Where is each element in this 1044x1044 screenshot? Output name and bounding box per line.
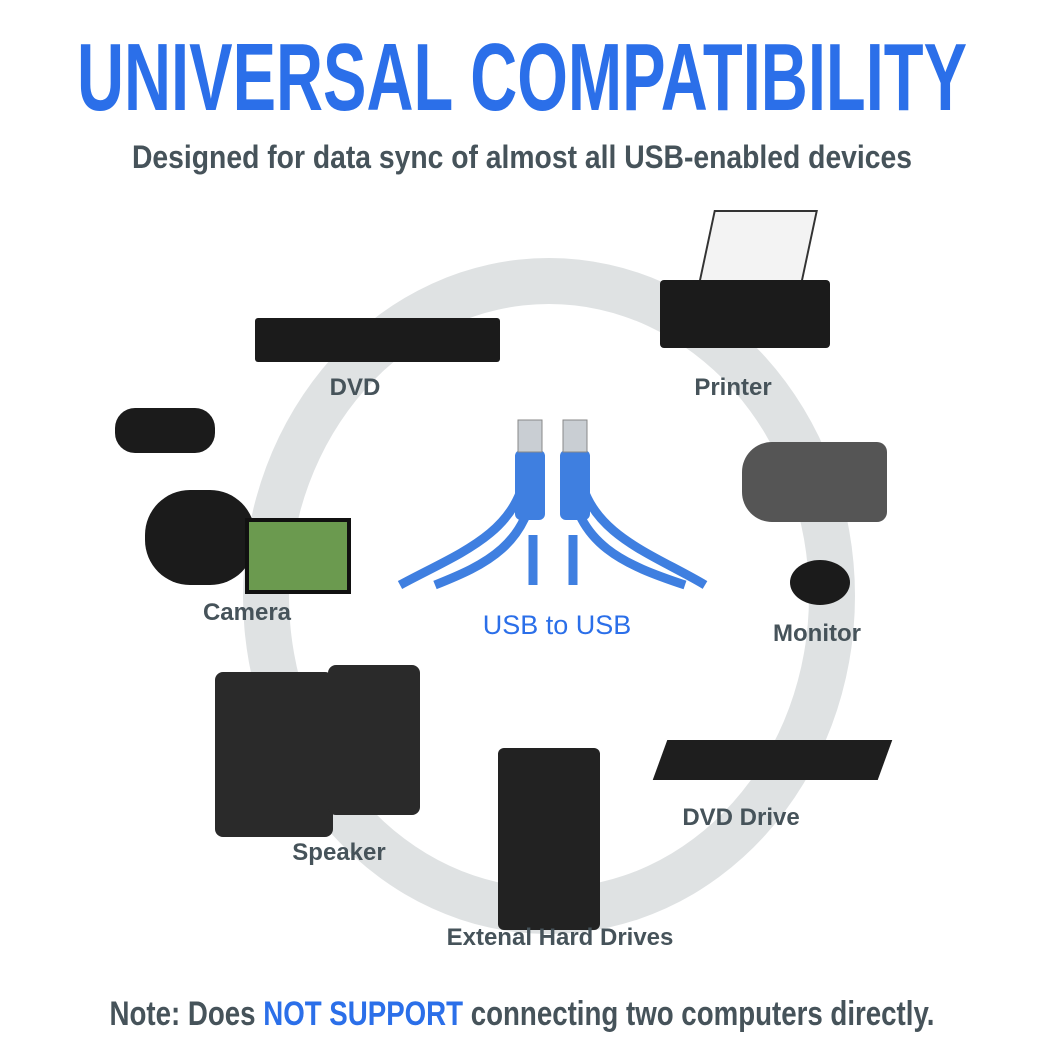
note-suffix: connecting two computers directly.: [463, 995, 934, 1033]
camcorder-icon: [145, 490, 255, 585]
note: Note: Does NOT SUPPORT connecting two co…: [110, 995, 935, 1033]
device-label-printer: Printer: [694, 374, 772, 401]
dvd-player-icon: [255, 318, 500, 362]
usb-cable-icon: [397, 419, 708, 590]
device-label-monitor: Monitor: [773, 620, 861, 647]
subtitle-text: Designed for data sync of almost all USB…: [132, 139, 912, 175]
device-label-camera: Camera: [202, 599, 292, 626]
camera-mic-icon: [115, 408, 215, 453]
note-highlight: NOT SUPPORT: [263, 995, 463, 1033]
title-text: UNIVERSAL COMPATIBILITY: [77, 24, 967, 122]
hard-drive-icon: [498, 748, 600, 930]
camera-mount-icon: [790, 560, 850, 605]
security-camera-icon: [742, 442, 887, 522]
speaker-right-icon: [328, 665, 420, 815]
device-label-speaker: Speaker: [292, 839, 386, 866]
device-label-dvd-drive: DVD Drive: [682, 804, 800, 831]
speaker-left-icon: [215, 672, 333, 837]
printer-icon: [660, 280, 830, 348]
dvd-drive-icon: [652, 740, 893, 780]
subtitle: Designed for data sync of almost all USB…: [132, 139, 912, 175]
device-label-dvd: DVD: [329, 374, 381, 401]
note-prefix: Note: Does: [110, 995, 264, 1033]
camera-screen: [245, 518, 351, 594]
center-label: USB to USB: [482, 610, 632, 640]
device-label-hard-drive: Extenal Hard Drives: [446, 924, 674, 951]
page-title: UNIVERSAL COMPATIBILITY: [77, 24, 967, 122]
svg-text:Note: Does NOT SUPPORT connect: Note: Does NOT SUPPORT connecting two co…: [110, 995, 935, 1033]
